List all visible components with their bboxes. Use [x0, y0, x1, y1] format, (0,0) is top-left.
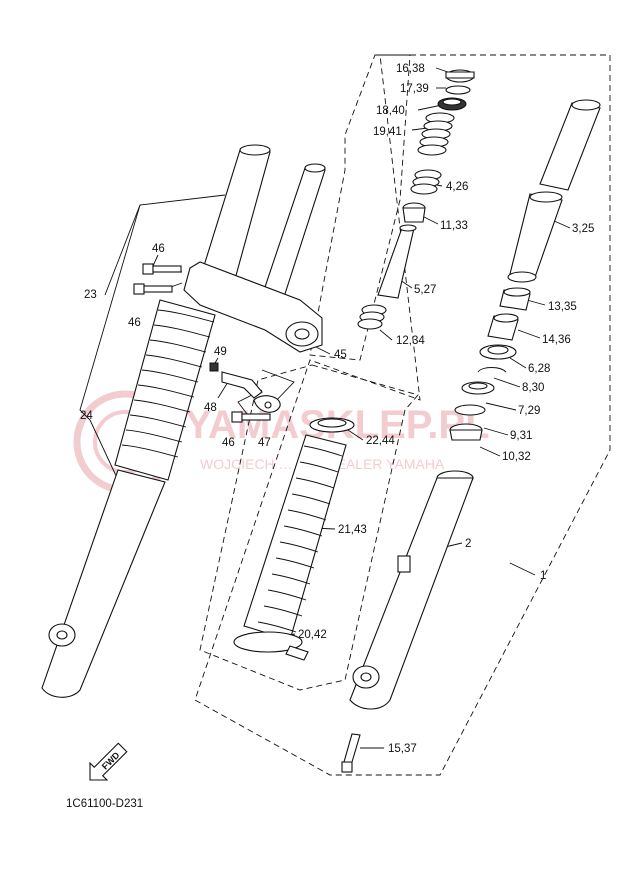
nut-11-33: [402, 202, 426, 223]
right-fork-assembly: [341, 99, 601, 773]
seal-10-32: [449, 423, 483, 441]
callout-4-26: 4,26: [446, 181, 468, 193]
callout-24: 24: [80, 410, 93, 422]
callout-15-37: 15,37: [388, 743, 417, 755]
callout-17-39: 17,39: [400, 83, 429, 95]
callout-9-31: 9,31: [510, 430, 532, 442]
left-boot-ribs: [121, 309, 215, 458]
callout-16-38: 16,38: [396, 63, 425, 75]
callouts: 16,38 17,39 18,40 19,41 4,26 11,33 3,25 …: [80, 63, 594, 755]
rod-5-27: [377, 224, 417, 299]
clamp-20-42: [233, 631, 309, 661]
seal-7-29: [461, 381, 495, 395]
spring-4-26: [410, 169, 442, 195]
diagram-code: 1C61100-D231: [66, 798, 143, 810]
outer-tube-2: [349, 470, 474, 710]
bracket-48: [221, 371, 263, 399]
fwd-arrow-icon: FWD: [89, 742, 128, 781]
callout-46-low: 46: [222, 437, 235, 449]
clip-8-30: [477, 367, 507, 373]
callout-47: 47: [258, 437, 271, 449]
group-box-damper: [309, 54, 411, 361]
callout-1: 1: [540, 570, 546, 582]
callout-46-top: 46: [152, 243, 165, 255]
cap-16-38: [445, 69, 475, 83]
group-box-fork-assy: [194, 54, 611, 776]
callout-22-44: 22,44: [366, 435, 395, 447]
spring-12-34: [357, 304, 387, 330]
callout-21-43: 21,43: [338, 524, 367, 536]
callout-3-25: 3,25: [572, 223, 594, 235]
callout-14-36: 14,36: [542, 334, 571, 346]
callout-48: 48: [204, 402, 217, 414]
bush-13-35: [499, 287, 531, 311]
bolts-and-brackets: [133, 263, 281, 423]
callout-45: 45: [334, 349, 347, 361]
ring-18-40: [437, 97, 467, 111]
callout-12-34: 12,34: [396, 335, 425, 347]
callout-20-42: 20,42: [298, 629, 327, 641]
damper-parts: [357, 69, 475, 330]
callout-46-mid: 46: [128, 317, 141, 329]
group-box-boot: [199, 364, 419, 691]
callout-7-29: 7,29: [518, 405, 540, 417]
bolt-46-top: [142, 263, 182, 275]
clamp-47: [253, 395, 281, 413]
ring-9-31: [454, 404, 486, 416]
spring-19-41: [417, 112, 455, 156]
callout-23: 23: [84, 289, 97, 301]
callout-18-40: 18,40: [376, 105, 405, 117]
bush-14-36: [487, 313, 519, 341]
callout-13-35: 13,35: [548, 301, 577, 313]
callout-11-33: 11,33: [440, 220, 468, 232]
callout-19-41: 19,41: [373, 126, 402, 138]
callout-2: 2: [465, 538, 471, 550]
seal-6-28: [479, 344, 517, 360]
clip-49: [209, 362, 219, 372]
bolt-15-37: [341, 733, 361, 773]
callout-49: 49: [214, 346, 227, 358]
callout-10-32: 10,32: [502, 451, 531, 463]
callout-6-28: 6,28: [528, 363, 550, 375]
left-fork-assembly: [41, 144, 326, 698]
bolt-46-low: [231, 411, 271, 423]
bolt-46-mid: [133, 283, 173, 295]
tube-3-25-upper: [539, 99, 601, 191]
tube-3-25-lower: [507, 191, 563, 283]
boot-assembly: [233, 417, 355, 661]
clamp-22-44: [309, 417, 355, 433]
ring-17-39: [445, 85, 471, 95]
callout-5-27: 5,27: [414, 284, 436, 296]
callout-8-30: 8,30: [522, 382, 544, 394]
